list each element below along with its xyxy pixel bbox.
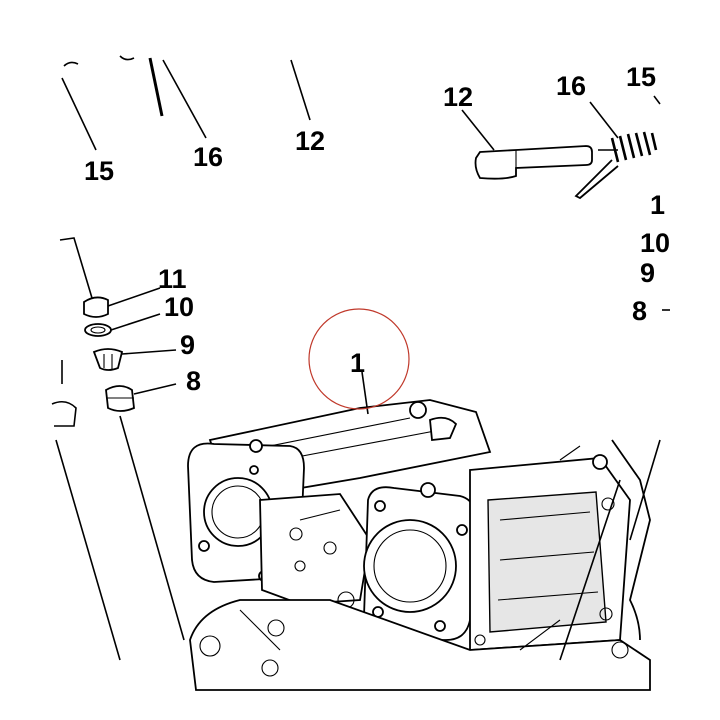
callout-16-spring: 16 [556,71,586,101]
callout-8-right: 8 [632,296,647,326]
pin-part [461,109,593,180]
callout-12-pin: 12 [443,82,473,112]
callout-10-right: 10 [640,228,670,258]
callout-15-top: 15 [84,156,114,186]
callout-11-left: 11 [158,264,187,294]
callout-16-top: 16 [193,142,223,172]
callout-1-right: 1 [650,190,665,220]
left-parts-stack [59,237,185,641]
callout-8-left: 8 [186,366,201,396]
left-edge-fragments [51,360,121,661]
top-left-fragments [61,55,311,151]
callout-1-housing: 1 [350,348,365,378]
callout-9-left: 9 [180,330,195,360]
callout-15-right: 15 [626,62,656,92]
callout-12-top: 12 [295,126,325,156]
spring-part [574,101,658,200]
callout-9-right: 9 [640,258,655,288]
highlight-circle [308,308,410,410]
housing-part [187,399,661,691]
callout-10-left: 10 [164,292,194,322]
